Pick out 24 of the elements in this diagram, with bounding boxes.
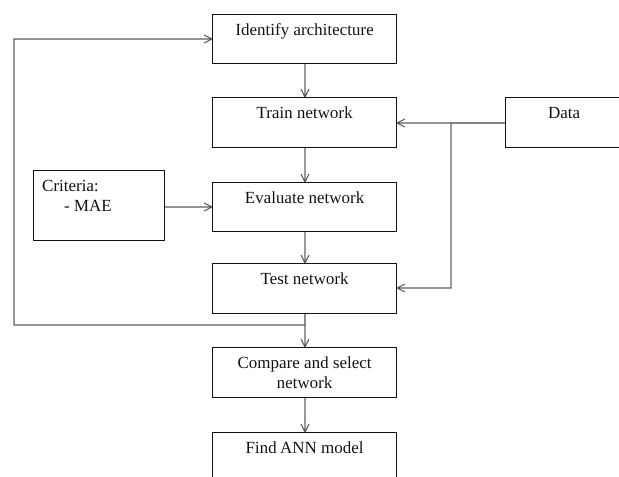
box-label: - MAE bbox=[63, 196, 113, 216]
process-box bbox=[33, 170, 165, 241]
process-box bbox=[505, 97, 619, 148]
process-box bbox=[212, 97, 397, 148]
arrow bbox=[13, 34, 306, 326]
box-label: Data bbox=[546, 103, 582, 123]
arrow bbox=[300, 232, 310, 264]
box-label: Test network bbox=[259, 269, 350, 289]
arrow bbox=[300, 398, 310, 433]
box-label: Compare and select network bbox=[236, 353, 373, 393]
box-label: Identify architecture bbox=[234, 20, 375, 40]
process-box bbox=[212, 14, 397, 64]
box-label: Find ANN model bbox=[244, 438, 365, 458]
process-box bbox=[212, 347, 397, 398]
process-box bbox=[212, 263, 397, 314]
box-label: Train network bbox=[255, 103, 354, 123]
arrow bbox=[300, 64, 310, 98]
box-label: Evaluate network bbox=[244, 188, 366, 208]
process-box bbox=[212, 432, 397, 477]
arrow bbox=[165, 202, 213, 212]
arrow bbox=[300, 148, 310, 183]
process-box bbox=[212, 182, 397, 232]
arrow bbox=[396, 122, 505, 293]
box-label: Criteria: bbox=[42, 176, 100, 196]
